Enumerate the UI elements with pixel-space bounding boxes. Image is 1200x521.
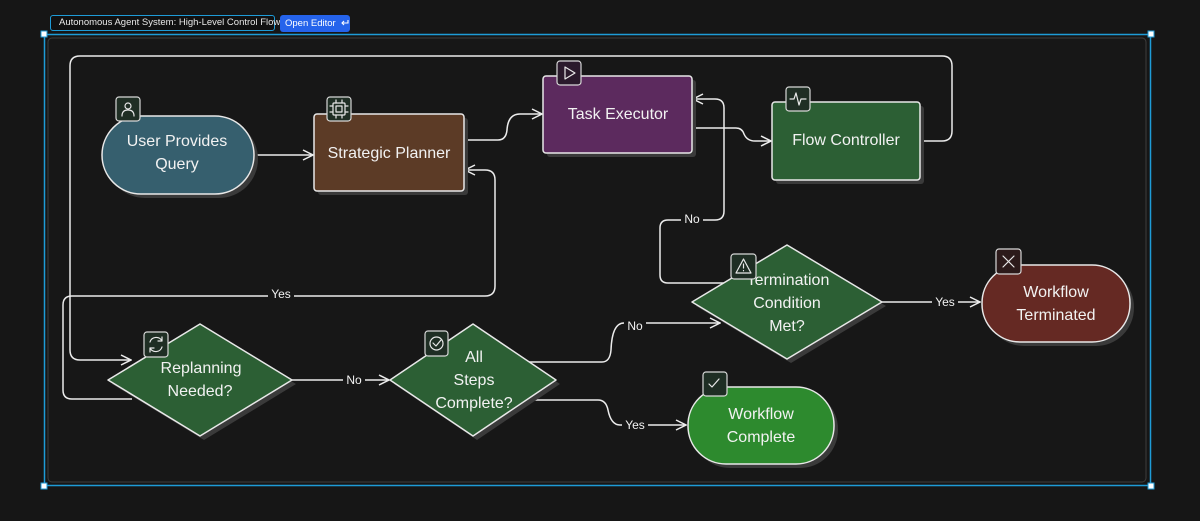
resize-handle-bl[interactable]	[40, 482, 48, 490]
svg-text:Yes: Yes	[271, 287, 291, 301]
edge-label-term-no: No	[681, 212, 703, 226]
svg-text:Task Executor: Task Executor	[568, 106, 669, 123]
svg-text:Condition: Condition	[753, 295, 821, 312]
edge-planner-executor	[464, 114, 542, 141]
diagram-title-text: Autonomous Agent System: High-Level Cont…	[59, 17, 281, 28]
svg-text:Complete: Complete	[727, 429, 796, 446]
svg-text:No: No	[627, 319, 643, 333]
return-arrow-icon	[340, 20, 349, 26]
node-user-query[interactable]: User Provides Query	[101, 96, 258, 198]
node-task-executor[interactable]: Task Executor	[542, 60, 696, 157]
edge-label-term-yes: Yes	[932, 295, 958, 309]
svg-text:No: No	[346, 373, 362, 387]
play-icon	[556, 60, 582, 86]
edge-label-steps-yes: Yes	[622, 418, 648, 432]
svg-text:Met?: Met?	[769, 318, 805, 335]
svg-text:User Provides: User Provides	[127, 133, 227, 150]
user-icon	[115, 96, 141, 122]
node-all-steps-complete[interactable]: All Steps Complete?	[389, 323, 560, 440]
edge-steps-no	[524, 323, 720, 363]
close-icon	[995, 248, 1022, 275]
svg-text:Termination: Termination	[747, 272, 830, 289]
resize-handle-br[interactable]	[1147, 482, 1155, 490]
svg-text:Yes: Yes	[625, 418, 645, 432]
cpu-icon	[326, 96, 352, 122]
resize-handle-tl[interactable]	[40, 30, 48, 38]
open-editor-label: Open Editor	[285, 18, 336, 29]
edge-label-steps-no: No	[624, 318, 646, 333]
svg-text:Replanning: Replanning	[161, 360, 242, 377]
node-replanning-needed[interactable]: Replanning Needed?	[107, 323, 296, 440]
svg-text:Flow Controller: Flow Controller	[792, 132, 900, 149]
edge-steps-yes	[524, 399, 686, 425]
node-flow-controller[interactable]: Flow Controller	[771, 86, 924, 184]
svg-text:Steps: Steps	[454, 372, 495, 389]
check-circle-icon	[424, 330, 449, 357]
resize-handle-tr[interactable]	[1147, 30, 1155, 38]
check-icon	[702, 371, 728, 397]
svg-text:Needed?: Needed?	[168, 383, 233, 400]
diagram-title: Autonomous Agent System: High-Level Cont…	[50, 15, 280, 31]
svg-text:No: No	[684, 212, 700, 226]
node-workflow-terminated[interactable]: Workflow Terminated	[981, 248, 1134, 346]
svg-text:Terminated: Terminated	[1016, 307, 1095, 324]
selection-frame[interactable]	[43, 33, 1152, 487]
node-termination-condition[interactable]: Termination Condition Met?	[691, 244, 886, 363]
svg-text:Strategic Planner: Strategic Planner	[328, 145, 451, 162]
svg-text:All: All	[465, 349, 483, 366]
svg-text:Query: Query	[155, 156, 199, 173]
open-editor-button[interactable]: Open Editor	[280, 15, 350, 32]
svg-text:Workflow: Workflow	[728, 406, 794, 423]
svg-text:Complete?: Complete?	[435, 395, 512, 412]
node-workflow-complete[interactable]: Workflow Complete	[687, 371, 838, 468]
refresh-icon	[143, 331, 169, 358]
edge-executor-controller	[692, 127, 771, 141]
activity-icon	[785, 86, 811, 112]
node-strategic-planner[interactable]: Strategic Planner	[313, 96, 468, 195]
svg-text:Workflow: Workflow	[1023, 284, 1089, 301]
edge-label-replan-no: No	[343, 373, 365, 387]
warning-icon	[730, 253, 757, 280]
edge-label-replan-yes: Yes	[268, 287, 294, 301]
svg-text:Yes: Yes	[935, 295, 955, 309]
edge-controller-replanning	[69, 55, 953, 360]
